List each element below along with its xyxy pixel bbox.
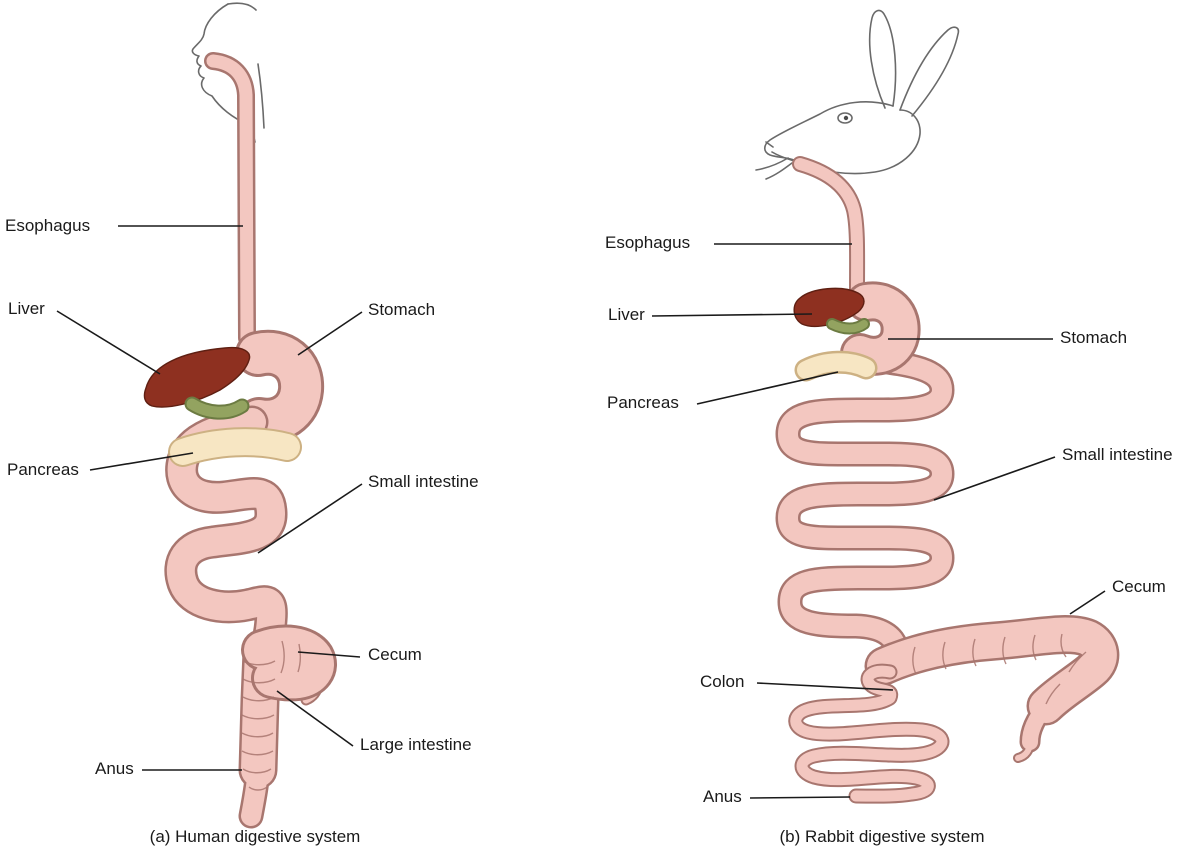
label-human-cecum: Cecum	[368, 645, 422, 664]
caption-human: (a) Human digestive system	[149, 827, 361, 846]
rabbit-pupil-icon	[843, 115, 849, 121]
rabbit-leader-lines	[651, 243, 1106, 799]
human-pancreas	[183, 442, 287, 452]
rabbit-gallbladder	[832, 324, 864, 329]
label-human-large-intestine: Large intestine	[360, 735, 472, 754]
leader-human-cecum	[297, 651, 361, 658]
human-colon-haustra	[241, 640, 302, 791]
rabbit-cecum-haustra	[912, 633, 1087, 705]
label-rabbit-liver: Liver	[608, 305, 645, 324]
label-rabbit-esophagus: Esophagus	[605, 233, 691, 252]
rabbit-diagram	[651, 9, 1106, 799]
rabbit-cecum	[884, 635, 1100, 758]
leader-human-pancreas	[89, 452, 194, 471]
rabbit-pancreas	[806, 362, 866, 370]
caption-rabbit: (b) Rabbit digestive system	[779, 827, 985, 846]
rabbit-liver	[793, 287, 865, 328]
rabbit-small-intestine	[788, 358, 942, 655]
rabbit-ear-left	[868, 9, 897, 109]
label-rabbit-stomach: Stomach	[1060, 328, 1128, 347]
human-head-sketch	[191, 2, 265, 143]
label-human-pancreas: Pancreas	[7, 460, 79, 479]
leader-rabbit-small-intestine	[933, 456, 1056, 501]
leader-human-stomach	[297, 311, 363, 356]
rabbit-colon	[796, 671, 942, 796]
leader-human-liver	[56, 310, 161, 375]
label-human-anus: Anus	[95, 759, 134, 778]
label-human-stomach: Stomach	[368, 300, 436, 319]
label-human-esophagus: Esophagus	[5, 216, 91, 235]
leader-rabbit-pancreas	[696, 371, 839, 405]
human-diagram	[56, 2, 363, 816]
leader-rabbit-anus	[749, 796, 851, 799]
leader-human-large-intestine	[276, 690, 354, 747]
label-rabbit-colon: Colon	[700, 672, 745, 691]
human-esophagus	[213, 61, 247, 338]
leader-human-small-intestine	[257, 483, 363, 554]
leader-rabbit-liver	[651, 313, 813, 317]
rabbit-esophagus	[800, 164, 857, 292]
label-rabbit-anus: Anus	[703, 787, 742, 806]
label-rabbit-small-intestine: Small intestine	[1062, 445, 1173, 464]
human-gallbladder	[192, 404, 242, 412]
human-leader-lines	[56, 225, 363, 771]
label-human-liver: Liver	[8, 299, 45, 318]
rabbit-ear-right	[899, 26, 960, 117]
label-human-small-intestine: Small intestine	[368, 472, 479, 491]
leader-rabbit-cecum	[1069, 590, 1106, 615]
label-rabbit-pancreas: Pancreas	[607, 393, 679, 412]
human-liver	[143, 346, 251, 408]
label-rabbit-cecum: Cecum	[1112, 577, 1166, 596]
rabbit-head-sketch	[755, 9, 960, 180]
human-stomach	[258, 353, 301, 421]
leader-rabbit-colon	[756, 682, 894, 691]
